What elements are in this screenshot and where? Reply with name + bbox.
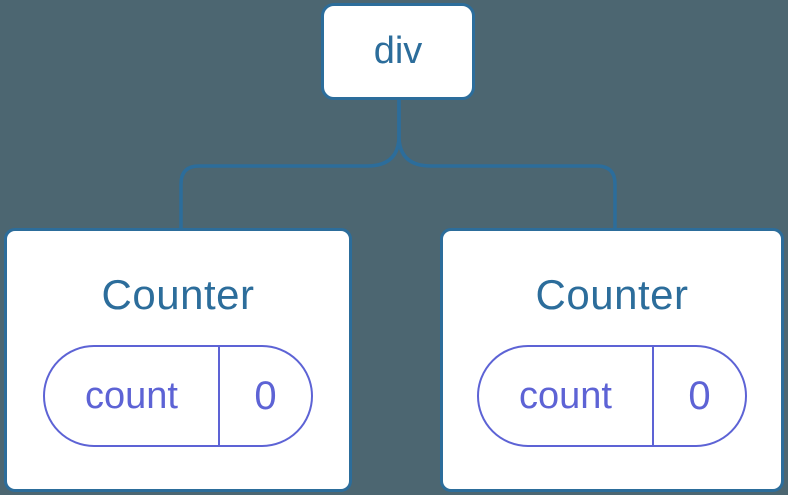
state-value: 0	[688, 373, 711, 418]
root-node-label: div	[373, 30, 423, 72]
state-key-label: count	[45, 347, 220, 445]
connector-left-branch	[179, 97, 401, 231]
state-pill: count 0	[477, 345, 747, 447]
state-key-label: count	[479, 347, 654, 445]
component-card-title: Counter	[101, 271, 255, 318]
component-card: Counter count 0	[4, 228, 352, 492]
state-pill: count 0	[43, 345, 313, 447]
component-card-title: Counter	[535, 271, 689, 318]
component-card: Counter count 0	[440, 228, 784, 492]
connector-right-branch	[397, 97, 617, 231]
root-node: div	[321, 3, 475, 100]
state-value: 0	[254, 373, 277, 418]
